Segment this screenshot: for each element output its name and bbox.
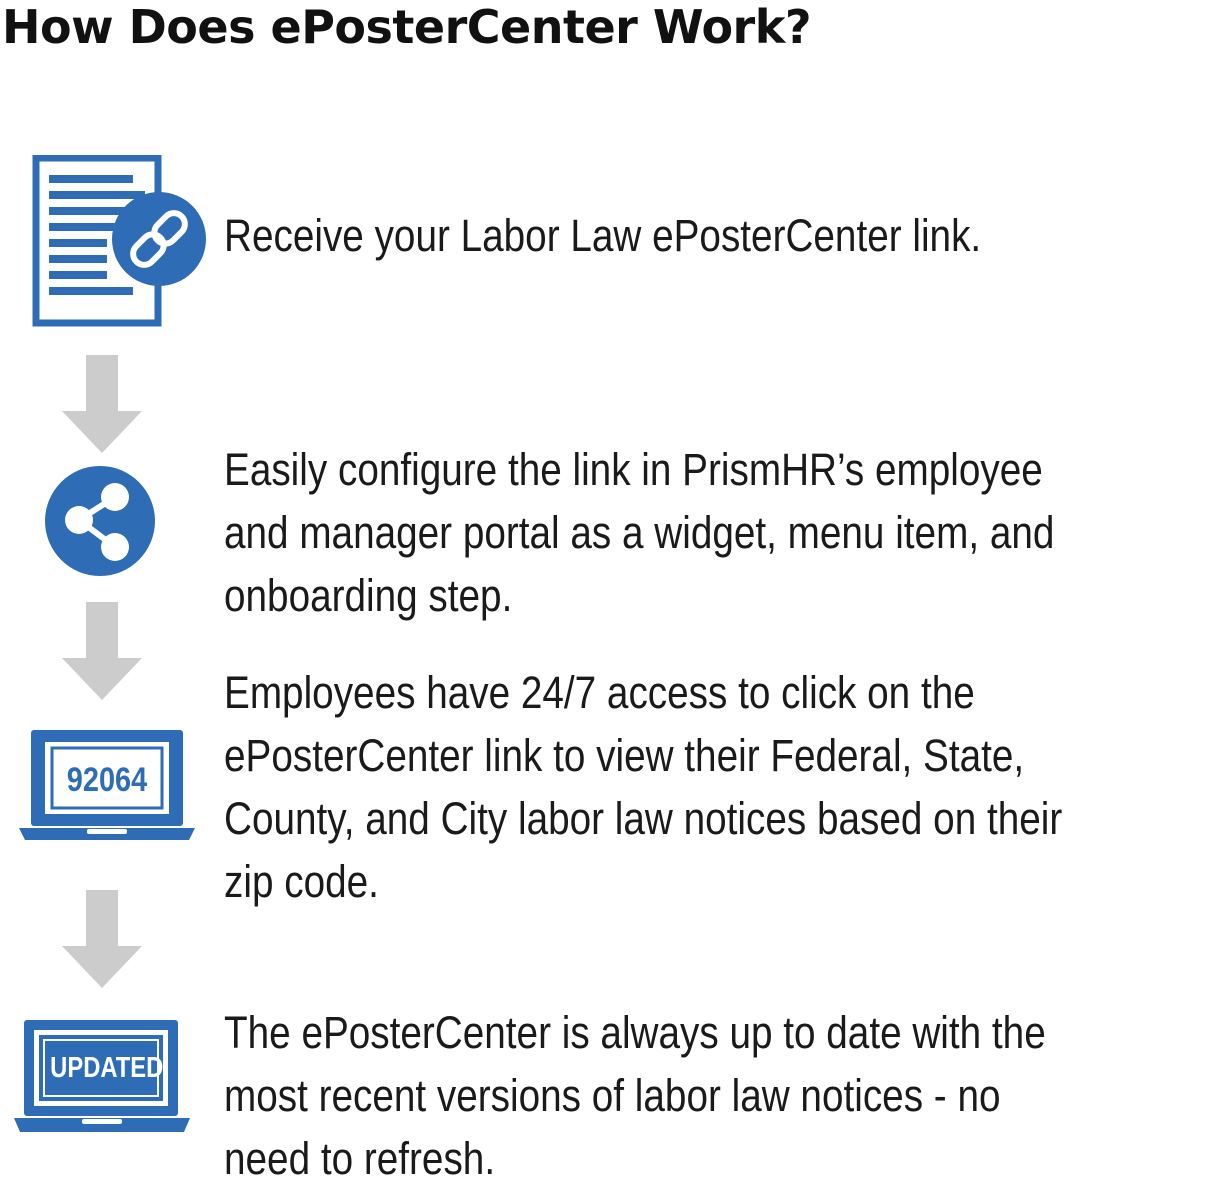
step-1-text: Receive your Labor Law ePosterCenter lin… xyxy=(224,210,982,261)
laptop-zipcode-icon: 92064 xyxy=(19,728,195,846)
arrow-down-icon xyxy=(62,890,142,988)
share-icon xyxy=(45,466,155,576)
laptop-updated-icon: UPDATED xyxy=(14,1016,190,1136)
step-2-text: Easily configure the link in PrismHR’s e… xyxy=(224,444,1055,621)
document-link-icon xyxy=(32,155,206,327)
step-4-text: The ePosterCenter is always up to date w… xyxy=(224,1007,1046,1184)
arrow-down-icon xyxy=(62,602,142,700)
updated-screen-label: UPDATED xyxy=(50,1052,164,1084)
arrow-down-icon xyxy=(62,355,142,453)
zipcode-screen-label: 92064 xyxy=(66,761,148,799)
step-3-text: Employees have 24/7 access to click on t… xyxy=(224,667,1063,907)
page-title: How Does ePosterCenter Work? xyxy=(2,0,812,54)
